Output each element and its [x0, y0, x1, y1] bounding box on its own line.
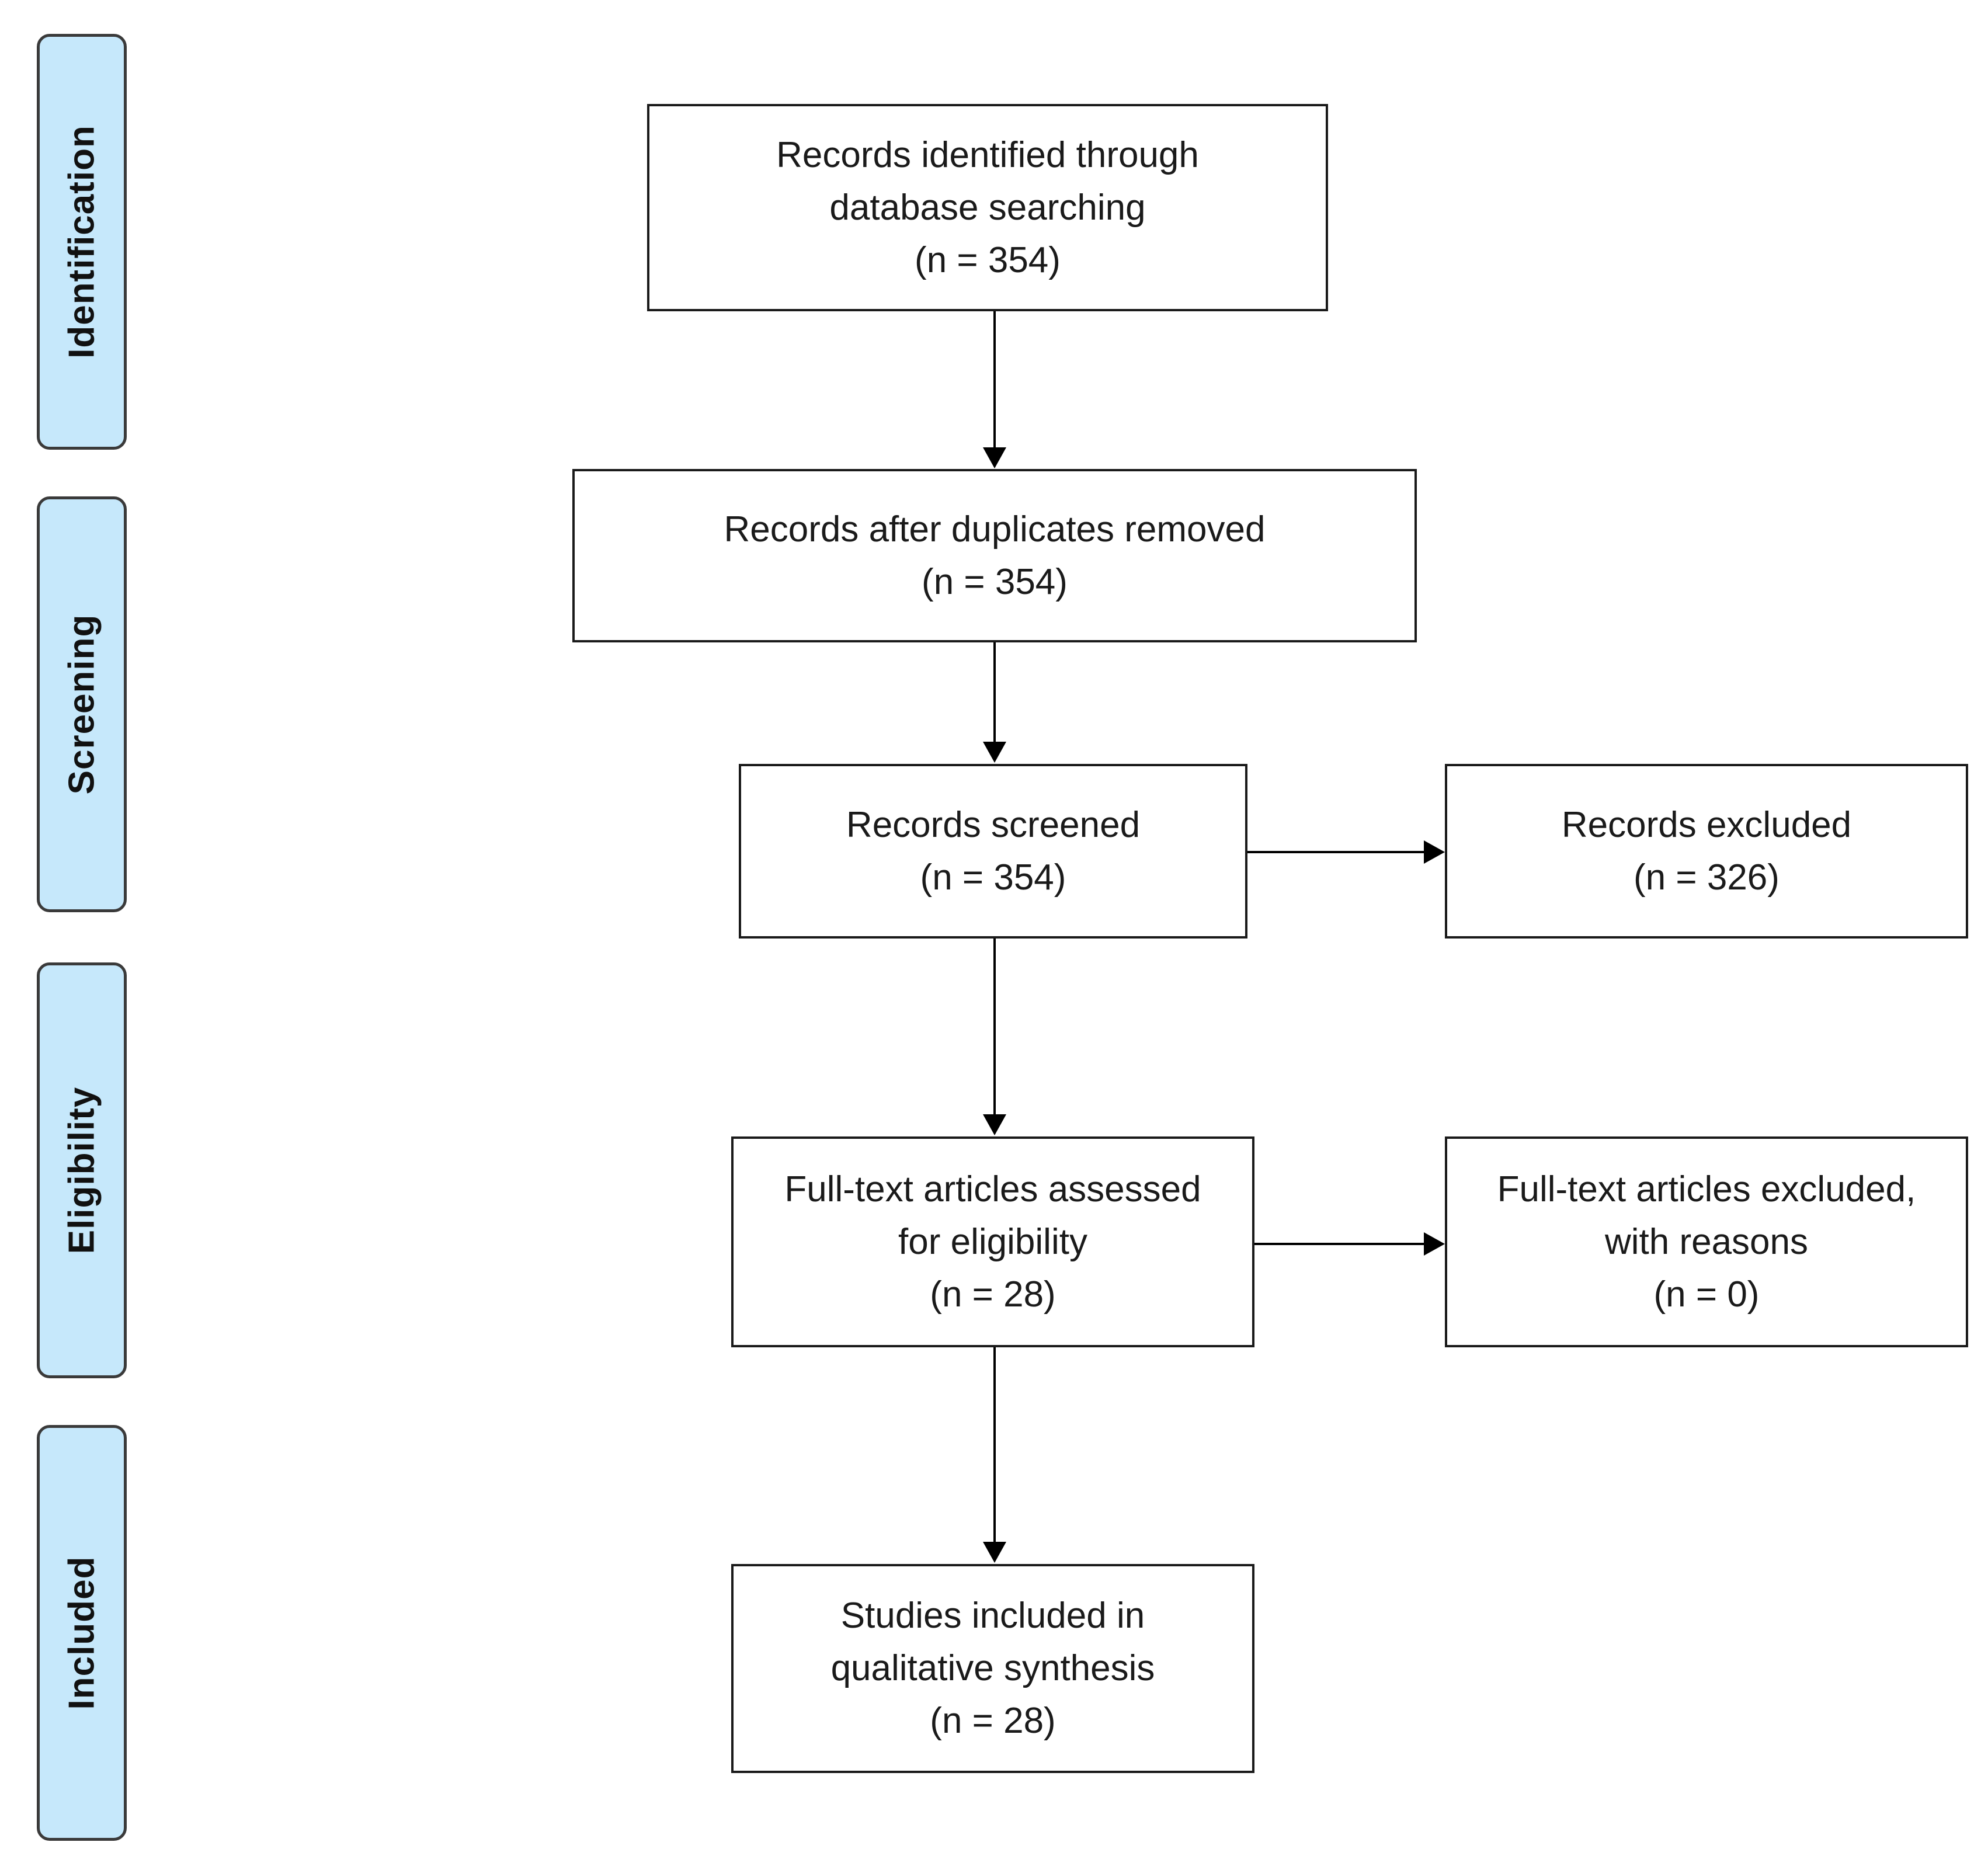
box-records-excluded-line-1: Records excluded [1561, 804, 1852, 845]
box-studies-included: Studies included in qualitative synthesi… [731, 1564, 1254, 1773]
arrow-identified-to-deduplicated [983, 311, 1006, 468]
box-records-excluded: Records excluded (n = 326) [1445, 764, 1968, 939]
box-records-deduplicated-count: (n = 354) [922, 561, 1068, 602]
box-records-identified-line-1: Records identified through [776, 134, 1199, 175]
box-fulltext-assessed-count: (n = 28) [930, 1274, 1056, 1315]
arrow-fulltext-to-excluded [1254, 1232, 1445, 1256]
box-fulltext-assessed-line-2: for eligibility [898, 1221, 1087, 1262]
box-records-deduplicated-line-1: Records after duplicates removed [724, 509, 1266, 550]
phase-included: Included [37, 1425, 127, 1841]
box-records-deduplicated: Records after duplicates removed (n = 35… [572, 469, 1417, 642]
arrow-screened-to-excluded [1247, 840, 1445, 864]
phase-screening: Screening [37, 496, 127, 912]
arrow-screened-to-fulltext [983, 939, 1006, 1135]
phase-identification: Identification [37, 34, 127, 450]
box-studies-included-line-1: Studies included in [840, 1596, 1145, 1636]
box-fulltext-excluded-line-2: with reasons [1604, 1221, 1809, 1262]
box-records-screened-line-1: Records screened [846, 804, 1141, 845]
box-fulltext-excluded-count: (n = 0) [1653, 1274, 1760, 1315]
arrow-fulltext-to-included [983, 1347, 1006, 1563]
box-records-identified: Records identified through database sear… [647, 104, 1328, 311]
box-studies-included-line-2: qualitative synthesis [830, 1648, 1155, 1688]
box-records-excluded-count: (n = 326) [1634, 857, 1780, 898]
box-fulltext-assessed-line-1: Full-text articles assessed [784, 1169, 1201, 1209]
box-records-screened-count: (n = 354) [920, 857, 1066, 898]
box-fulltext-assessed: Full-text articles assessed for eligibil… [731, 1136, 1254, 1347]
box-fulltext-excluded-line-1: Full-text articles excluded, [1497, 1169, 1916, 1209]
box-records-screened: Records screened (n = 354) [739, 764, 1247, 939]
box-records-identified-line-2: database searching [829, 187, 1146, 228]
phase-eligibility: Eligibility [37, 962, 127, 1378]
box-records-identified-count: (n = 354) [915, 239, 1061, 280]
box-fulltext-excluded: Full-text articles excluded, with reason… [1445, 1136, 1968, 1347]
arrow-deduplicated-to-screened [983, 642, 1006, 763]
box-studies-included-count: (n = 28) [930, 1701, 1056, 1741]
